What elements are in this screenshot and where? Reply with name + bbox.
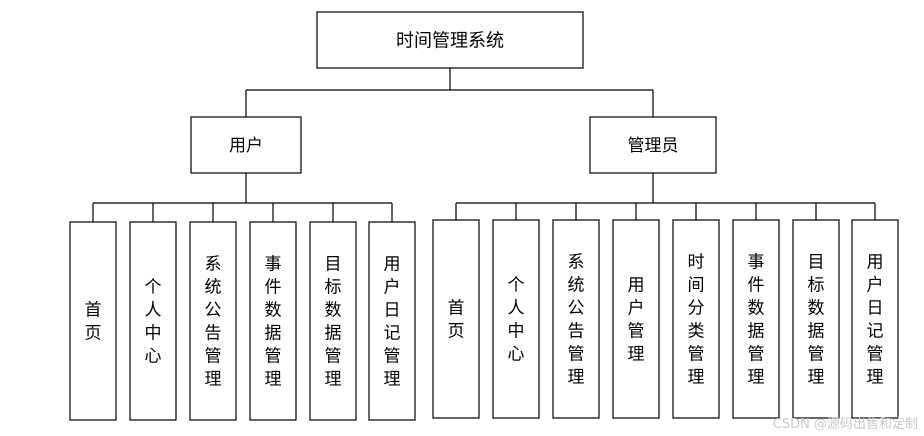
module-node-1-4-label: 时间分类管理 bbox=[688, 253, 705, 388]
group-node-0-label: 用户 bbox=[229, 136, 263, 156]
module-node-1-1: 个人中心 bbox=[492, 219, 540, 419]
module-node-0-3: 事件数据管理 bbox=[249, 221, 297, 421]
module-node-0-4: 目标数据管理 bbox=[309, 221, 357, 421]
module-node-1-4-box bbox=[672, 219, 720, 419]
module-node-0-4-box bbox=[309, 221, 357, 421]
module-node-1-6: 目标数据管理 bbox=[792, 219, 840, 419]
module-node-0-5: 用户日记管理 bbox=[368, 221, 416, 421]
module-node-0-0: 首页 bbox=[69, 221, 117, 421]
group-node-1: 管理员 bbox=[589, 116, 717, 174]
root-node: 时间管理系统 bbox=[316, 11, 584, 69]
module-node-0-4-label: 目标数据管理 bbox=[325, 255, 342, 390]
module-node-1-6-box bbox=[792, 219, 840, 419]
module-node-0-0-box bbox=[69, 221, 117, 421]
module-node-0-5-label: 用户日记管理 bbox=[384, 255, 401, 390]
module-node-1-3-label: 用户管理 bbox=[628, 276, 645, 365]
module-node-1-1-label: 个人中心 bbox=[508, 276, 525, 365]
module-node-1-7-box bbox=[851, 219, 899, 419]
module-node-1-5: 事件数据管理 bbox=[732, 219, 780, 419]
module-node-0-2: 系统公告管理 bbox=[189, 221, 237, 421]
module-node-1-2-label: 系统公告管理 bbox=[568, 253, 585, 388]
group-node-1-label: 管理员 bbox=[628, 136, 679, 156]
module-node-0-2-label: 系统公告管理 bbox=[205, 255, 222, 390]
module-node-0-0-label: 首页 bbox=[85, 301, 102, 344]
module-node-0-3-label: 事件数据管理 bbox=[265, 255, 282, 390]
module-node-1-7: 用户日记管理 bbox=[851, 219, 899, 419]
module-node-0-3-box bbox=[249, 221, 297, 421]
group-node-1-box bbox=[589, 116, 717, 174]
connector-lines bbox=[92, 68, 876, 222]
root-node-box bbox=[316, 11, 584, 69]
module-node-1-5-label: 事件数据管理 bbox=[748, 253, 765, 388]
module-node-1-2: 系统公告管理 bbox=[552, 219, 600, 419]
module-node-1-0-box bbox=[432, 219, 480, 419]
module-node-1-0: 首页 bbox=[432, 219, 480, 419]
module-node-1-2-box bbox=[552, 219, 600, 419]
module-node-0-2-box bbox=[189, 221, 237, 421]
module-node-1-1-box bbox=[492, 219, 540, 419]
module-node-1-6-label: 目标数据管理 bbox=[808, 253, 825, 388]
module-node-0-5-box bbox=[368, 221, 416, 421]
group-node-0-box bbox=[190, 116, 302, 174]
module-node-1-3: 用户管理 bbox=[612, 219, 660, 419]
module-node-1-4: 时间分类管理 bbox=[672, 219, 720, 419]
module-node-1-7-label: 用户日记管理 bbox=[867, 253, 884, 388]
module-node-0-1-box bbox=[129, 221, 177, 421]
group-node-0: 用户 bbox=[190, 116, 302, 174]
module-node-1-5-box bbox=[732, 219, 780, 419]
root-node-label: 时间管理系统 bbox=[396, 30, 504, 51]
csdn-watermark: CSDN @源码出售和定制 bbox=[772, 417, 918, 432]
module-node-0-1-label: 个人中心 bbox=[145, 278, 162, 367]
module-node-1-0-label: 首页 bbox=[448, 299, 465, 342]
module-node-1-3-box bbox=[612, 219, 660, 419]
module-node-0-1: 个人中心 bbox=[129, 221, 177, 421]
